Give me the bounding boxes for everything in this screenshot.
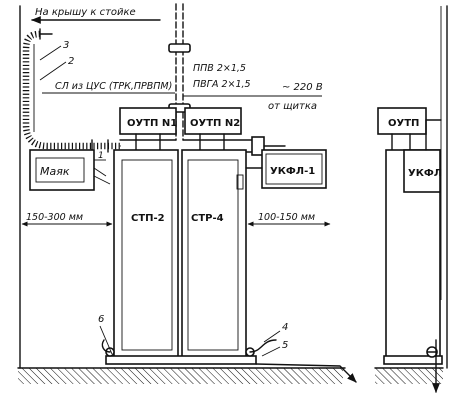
callout-1: 1: [98, 151, 104, 161]
label-ukfl-side: УКФЛ: [408, 168, 442, 179]
label-str4: СТР-4: [191, 213, 224, 224]
callout-2: 2: [68, 56, 74, 67]
dimension-right: 100-150 мм: [247, 212, 331, 227]
label-ukfl1: УКФЛ-1: [270, 166, 315, 177]
cabinet-base: [101, 339, 277, 365]
label-ppv-cable: ППВ 2×1,5: [193, 63, 246, 74]
conduit-pipe: [22, 28, 121, 153]
label-dim-right: 100-150 мм: [258, 212, 315, 223]
label-dim-left: 150-300 мм: [26, 212, 83, 223]
label-sl-cable: СЛ из ЦУС (ТРК,ПРВПМ): [55, 81, 172, 92]
cabinet-str4: СТР-4: [181, 149, 247, 361]
floor: [17, 367, 444, 384]
roof-arrow: На крышу к стойке: [31, 7, 161, 24]
label-voltage: ~ 220 В: [282, 82, 323, 93]
cabinet-handle: [236, 174, 244, 190]
label-outp2: ОУТП N2: [190, 118, 240, 129]
callout-5: 5: [282, 340, 288, 351]
callout-4: 4: [282, 322, 288, 333]
dimension-left: 150-300 мм: [21, 212, 113, 227]
outp-unit-1: ОУТП N1: [119, 107, 177, 151]
label-outp-side: ОУТП: [388, 118, 419, 129]
label-stp2: СТП-2: [131, 213, 165, 224]
outp-unit-2: ОУТП N2: [184, 107, 242, 151]
label-pvga-cable: ПВГА 2×1,5: [193, 79, 251, 90]
callout-6: 6: [98, 314, 104, 325]
side-view: ОУТП УКФЛ: [377, 107, 443, 393]
label-outp1: ОУТП N1: [127, 118, 177, 129]
cable-clamp: [168, 43, 191, 53]
label-roof: На крышу к стойке: [35, 7, 136, 18]
cable-labels: СЛ из ЦУС (ТРК,ПРВПМ) ППВ 2×1,5 ПВГА 2×1…: [42, 63, 323, 112]
cabinet-stp2: СТП-2: [113, 149, 179, 361]
device-display: Маяк: [40, 165, 70, 178]
label-panel: от щитка: [268, 101, 317, 112]
callout-3: 3: [63, 40, 69, 51]
side-wall: [440, 5, 448, 369]
ukfl-1-box: УКФЛ-1: [245, 149, 327, 189]
mayak-device: Маяк 1: [29, 149, 111, 191]
ground-lead: [255, 363, 357, 383]
